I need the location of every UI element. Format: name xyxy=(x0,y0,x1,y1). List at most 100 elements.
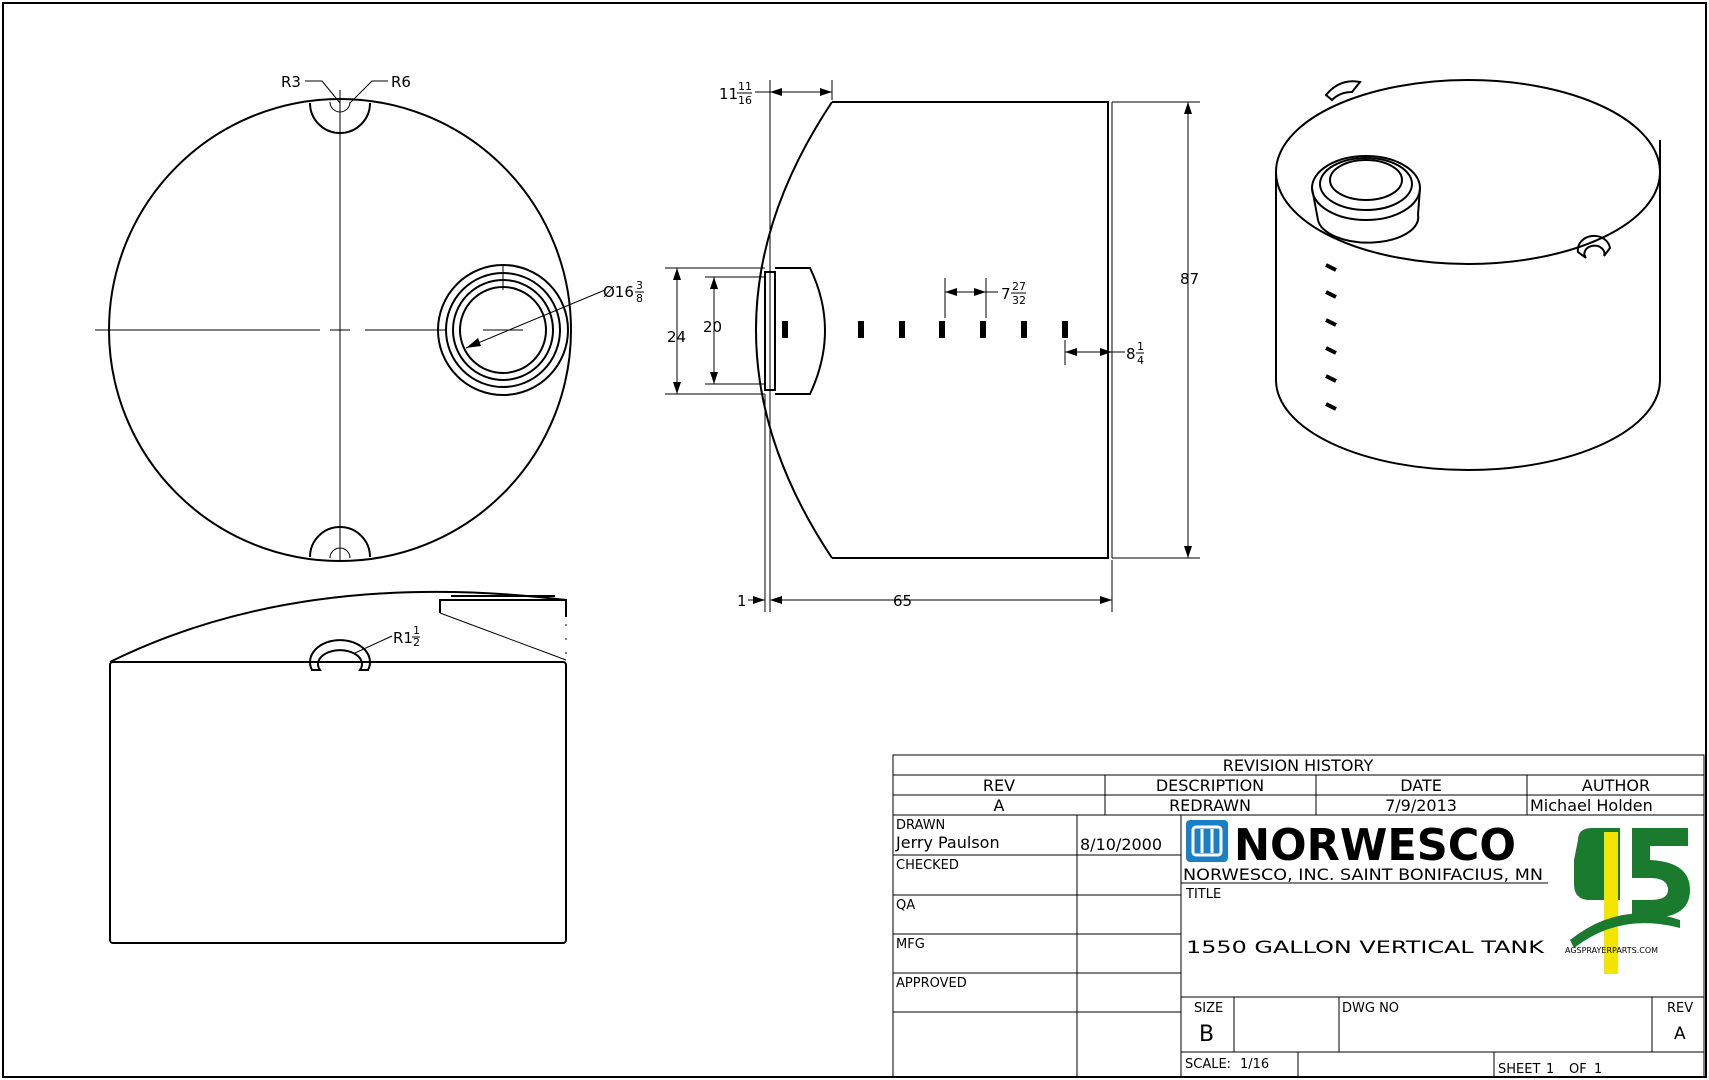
revision-table: REVISION HISTORY REV DESCRIPTION DATE AU… xyxy=(892,754,1705,816)
iso-vent xyxy=(1325,346,1337,355)
dim-top-arrow xyxy=(770,88,782,96)
iso-lid-side xyxy=(1311,187,1421,244)
tb-rev-label: REV xyxy=(1667,1001,1693,1016)
dim-20-arrow-top xyxy=(710,277,718,289)
dim-side-num: 1 xyxy=(1137,340,1144,353)
norwesco-wordmark: NORWESCO xyxy=(1234,820,1516,871)
tb-rev-value: A xyxy=(1674,1024,1686,1044)
dim-spacing-den: 32 xyxy=(1012,294,1026,307)
revision-col-rev: REV xyxy=(983,776,1015,795)
r1-frac-den: 2 xyxy=(413,636,420,649)
tb-title-label: TITLE xyxy=(1185,887,1221,902)
diameter-leader xyxy=(465,289,606,349)
logo2-green-arc xyxy=(1632,828,1690,918)
r6-label: R6 xyxy=(391,73,411,91)
revision-cell-date: 7/9/2013 xyxy=(1385,796,1457,815)
dim-side-arrow-l xyxy=(1065,348,1077,356)
dim-65-arrow-r xyxy=(1100,596,1112,604)
bottom-notch-inner xyxy=(329,547,351,559)
diameter-frac-den: 8 xyxy=(636,292,643,305)
vent-holes xyxy=(782,321,1068,338)
iso-top-notch xyxy=(1324,80,1362,102)
dim-side-arrow-r xyxy=(1100,348,1112,356)
front-dome xyxy=(109,590,567,663)
front-lid-slope xyxy=(439,612,567,661)
dim-20-arrow-bot xyxy=(710,372,718,384)
vent-hole xyxy=(858,321,864,338)
tb-size-label: SIZE xyxy=(1194,1001,1223,1016)
r1-label: R1 xyxy=(393,629,413,647)
norwesco-logo: NORWESCO xyxy=(1186,820,1516,871)
tb-drawn-name: Jerry Paulson xyxy=(895,833,1000,852)
agsprayerparts-logo: AGSPRAYERPARTS.COM xyxy=(1565,828,1690,974)
front-lid xyxy=(439,599,567,617)
iso-vent xyxy=(1325,290,1337,299)
side-dome-arc xyxy=(755,101,833,559)
r3-label: R3 xyxy=(281,73,301,91)
iso-view xyxy=(1275,79,1662,471)
tb-title: 1550 GALLON VERTICAL TANK xyxy=(1186,938,1545,958)
dim-top-den: 16 xyxy=(738,94,752,107)
dim-24-arrow-bot xyxy=(673,382,681,394)
tb-scale-value: 1/16 xyxy=(1240,1057,1269,1072)
dim-87-arrow-top xyxy=(1184,102,1192,114)
dim-1-label: 1 xyxy=(737,592,747,610)
dim-24-label: 24 xyxy=(667,328,686,346)
diameter-frac-num: 3 xyxy=(636,279,643,292)
tb-sheet-label: SHEET xyxy=(1498,1062,1540,1077)
dim-65-arrow-l xyxy=(770,596,782,604)
iso-vent xyxy=(1325,402,1337,411)
dim-top-arrow-r xyxy=(820,88,832,96)
dim-1-arrow xyxy=(753,596,765,604)
tb-sheet-total: 1 xyxy=(1594,1062,1602,1077)
r3-leader xyxy=(305,80,341,104)
dim-spacing-arrow-l xyxy=(945,288,957,296)
tb-scale-label: SCALE: xyxy=(1185,1057,1231,1072)
iso-vent-marks xyxy=(1325,263,1337,411)
logo2-field-stripes xyxy=(1570,913,1680,948)
vent-hole xyxy=(1021,321,1027,338)
r6-leader xyxy=(349,80,388,104)
top-view: Ø16 3 8 R3 R6 xyxy=(95,73,644,562)
dim-spacing-num: 27 xyxy=(1012,280,1026,293)
iso-vent xyxy=(1325,374,1337,383)
dim-side-den: 4 xyxy=(1137,354,1144,367)
revision-col-author: AUTHOR xyxy=(1582,776,1650,795)
dim-87-arrow-bot xyxy=(1184,546,1192,558)
revision-header: REVISION HISTORY xyxy=(1223,756,1374,775)
side-view: 11 11 16 87 24 20 7 27 32 xyxy=(665,80,1200,612)
revision-col-description: DESCRIPTION xyxy=(1156,776,1264,795)
iso-vent xyxy=(1325,318,1337,327)
vent-hole xyxy=(1062,321,1068,338)
dim-top-whole: 11 xyxy=(719,85,738,103)
front-view: R1 1 2 xyxy=(109,590,567,944)
dim-65-label: 65 xyxy=(893,592,912,610)
revision-cell-description: REDRAWN xyxy=(1169,796,1251,815)
top-notch xyxy=(309,102,371,134)
dim-20-label: 20 xyxy=(703,318,722,336)
tb-approved-label: APPROVED xyxy=(896,976,967,991)
vent-hole xyxy=(939,321,945,338)
tb-company-line: NORWESCO, INC. SAINT BONIFACIUS, MN xyxy=(1183,865,1543,884)
bottom-notch xyxy=(309,526,371,558)
tb-drawn-label: DRAWN xyxy=(896,818,945,833)
front-handle-slot xyxy=(309,639,371,671)
dim-spacing-whole: 7 xyxy=(1001,285,1011,303)
top-notch-inner xyxy=(329,101,351,113)
front-body xyxy=(109,661,567,944)
vent-hole xyxy=(899,321,905,338)
iso-lid-inner xyxy=(1329,159,1403,201)
revision-col-date: DATE xyxy=(1400,776,1442,795)
r1-leader xyxy=(354,635,393,654)
tb-drawn-date: 8/10/2000 xyxy=(1080,835,1162,854)
title-block: DRAWN Jerry Paulson 8/10/2000 CHECKED QA… xyxy=(892,814,1705,1078)
iso-lid-mid xyxy=(1319,157,1413,211)
diameter-label: Ø16 xyxy=(603,283,634,301)
iso-body-outline xyxy=(1275,140,1661,471)
tb-sheet-of: OF xyxy=(1569,1062,1587,1077)
revision-cell-rev: A xyxy=(994,796,1005,815)
side-lid xyxy=(775,267,826,395)
dim-side-whole: 8 xyxy=(1126,345,1136,363)
norwesco-logo-mark xyxy=(1186,820,1228,862)
